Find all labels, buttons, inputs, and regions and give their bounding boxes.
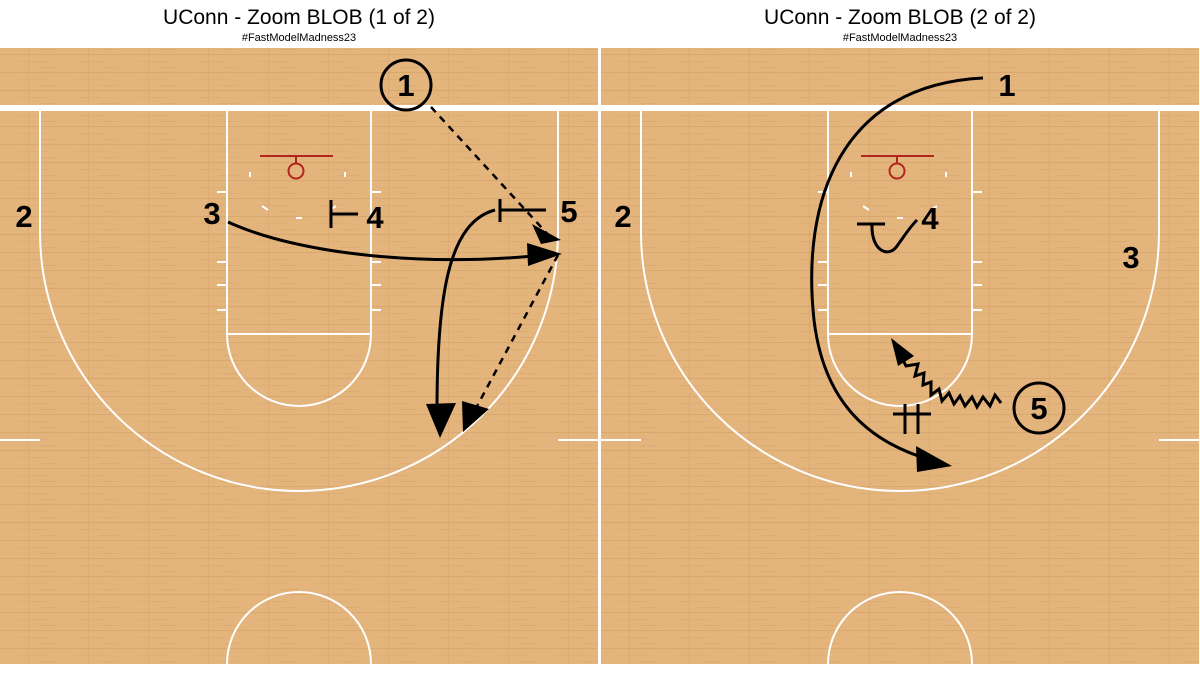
- player-2: 2: [15, 199, 32, 234]
- player-3: 3: [1122, 240, 1139, 275]
- play-diagram-2: UConn - Zoom BLOB (2 of 2) #FastModelMad…: [601, 0, 1199, 680]
- diagram-hashtag: #FastModelMadness23: [842, 32, 958, 44]
- court: 1 2 3 4 5: [0, 48, 598, 665]
- players: 1 2 3 4 5: [15, 58, 578, 235]
- player-2: 2: [614, 199, 631, 234]
- cut-arrow-5: [435, 208, 496, 411]
- player-1: 1: [998, 68, 1015, 103]
- play-actions: [227, 106, 560, 411]
- player-5: 5: [560, 194, 577, 229]
- player-5: 5: [1030, 391, 1047, 426]
- player-1: 1: [397, 68, 414, 103]
- arrowheads: [891, 338, 952, 472]
- cut-arrow-1: [810, 76, 984, 462]
- court-lines: [0, 111, 598, 665]
- diagram-hashtag: #FastModelMadness23: [241, 32, 357, 44]
- player-4: 4: [921, 201, 939, 236]
- hoop: [861, 155, 934, 180]
- inbounder-circle: [379, 58, 433, 112]
- half-court-floor: [0, 111, 598, 664]
- player-5-circle: [1012, 381, 1066, 435]
- court-lines: [601, 111, 1199, 665]
- diagram-title: UConn - Zoom BLOB (1 of 2): [163, 6, 435, 29]
- hoop: [260, 155, 333, 180]
- court: 1 2 3 4 5: [601, 48, 1199, 665]
- baseline-area: [0, 48, 598, 105]
- play-actions: [810, 76, 1003, 462]
- half-court-floor: [601, 111, 1199, 664]
- players: 1 2 3 4 5: [614, 68, 1140, 435]
- arrowheads: [426, 224, 562, 438]
- player-4: 4: [366, 200, 384, 235]
- baseline-area: [601, 48, 1199, 105]
- play-diagram-1: UConn - Zoom BLOB (1 of 2) #FastModelMad…: [0, 0, 598, 680]
- pass-arrow: [430, 106, 554, 241]
- dribble-5: [899, 355, 1003, 411]
- player-3: 3: [203, 196, 220, 231]
- diagram-title: UConn - Zoom BLOB (2 of 2): [764, 6, 1036, 29]
- cut-arrow-3: [227, 220, 554, 262]
- pass-arrow-2: [473, 254, 560, 411]
